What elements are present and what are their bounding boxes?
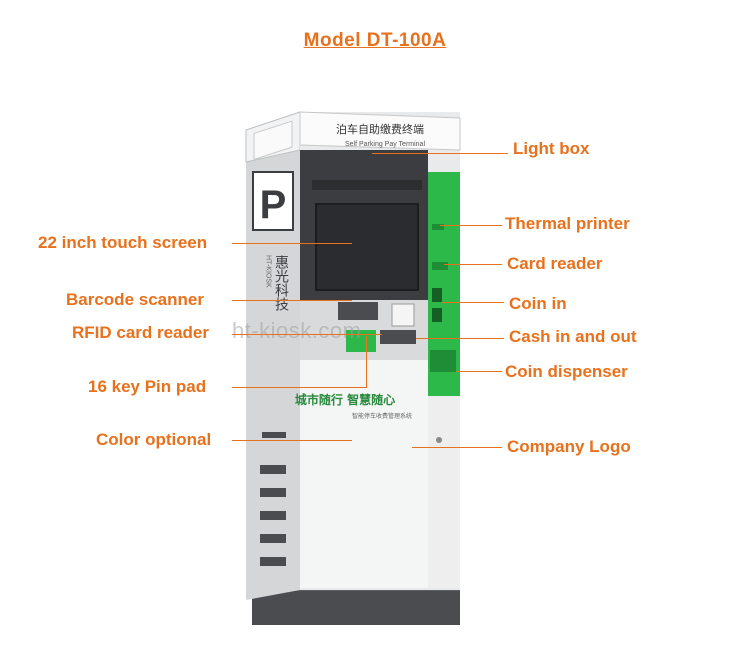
label-pin-pad: 16 key Pin pad (88, 377, 207, 396)
leader-light-box (372, 153, 508, 154)
slogan-cn: 城市随行 智慧随心 (295, 392, 395, 407)
label-company-logo: Company Logo (507, 437, 631, 456)
watermark: ht-kiosk.com (232, 318, 362, 343)
light-box-cn: 泊车自助缴费终端 (336, 122, 424, 136)
label-rfid-card-reader: RFID card reader (72, 323, 209, 342)
label-coin-dispenser: Coin dispenser (505, 362, 628, 381)
leader-touch-screen (232, 243, 352, 244)
leader-coin-dispenser (456, 371, 502, 372)
light-box-panel (299, 111, 461, 151)
leader-barcode-scanner (232, 300, 352, 301)
side-vents (260, 432, 286, 566)
label-cash-in-out: Cash in and out (509, 327, 637, 346)
label-light-box: Light box (513, 139, 590, 158)
leader-coin-in (442, 302, 504, 303)
label-thermal-printer: Thermal printer (505, 214, 630, 233)
light-box-en: Self Parking Pay Terminal (345, 141, 425, 148)
leader-pin-pad (232, 387, 366, 388)
label-coin-in: Coin in (509, 294, 567, 313)
leader-cash (416, 338, 504, 339)
leader-thermal-printer (440, 225, 502, 226)
leader-card-reader (444, 264, 502, 265)
pin-pad (346, 330, 376, 352)
side-brand-cn: 惠光科技 (273, 255, 289, 312)
label-color-optional: Color optional (96, 430, 212, 449)
sub-slogan-cn: 智能停车收费管理系统 (352, 412, 412, 420)
page-title: Model DT-100A (303, 30, 447, 51)
label-card-reader: Card reader (507, 254, 603, 273)
side-brand-en: HT-KIOSK (265, 255, 272, 288)
barcode-window (338, 302, 378, 320)
parking-sign: P (260, 183, 287, 227)
label-barcode-scanner: Barcode scanner (66, 290, 204, 309)
label-touch-screen: 22 inch touch screen (38, 233, 208, 252)
kiosk-side-panel (246, 112, 300, 600)
leader-color-optional (232, 440, 352, 441)
leader-company-logo (412, 447, 502, 448)
lower-front (300, 360, 428, 588)
leader-rfid (232, 334, 382, 335)
touch-screen (315, 203, 419, 291)
